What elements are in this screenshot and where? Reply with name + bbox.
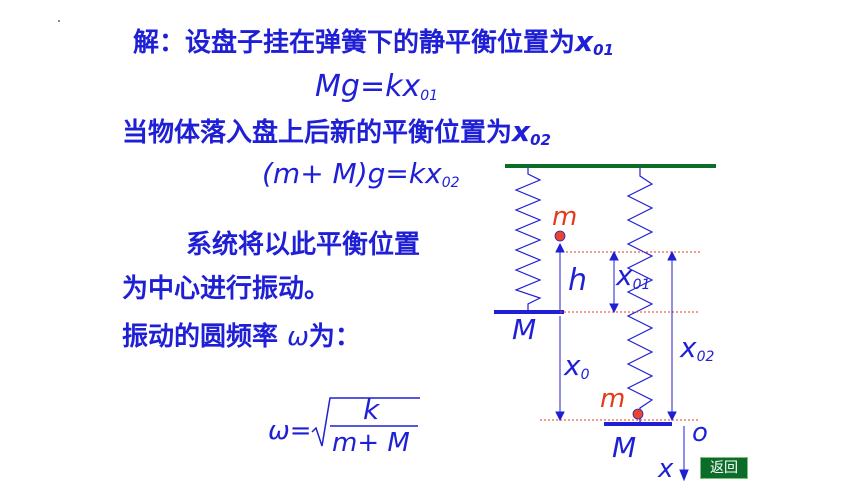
line2-text: 当物体落入盘上后新的平衡位置为 [122, 118, 513, 148]
back-button[interactable]: 返回 [700, 457, 748, 479]
line1-var: x [575, 25, 594, 58]
line-system-vibrate-a: 系统将以此平衡位置 [186, 230, 421, 260]
label-m-bottom: m [600, 384, 626, 414]
eq2-eq: = [385, 157, 409, 190]
label-x02-sub: 02 [696, 349, 715, 365]
label-x0: x0 [564, 349, 590, 383]
label-x0-var: x [564, 349, 581, 382]
dimension-arrows [555, 242, 689, 482]
stray-dot [58, 20, 60, 22]
label-x01-sub: 01 [632, 277, 651, 293]
label-M-left: M [512, 313, 537, 346]
mass-top [554, 230, 566, 242]
label-x02: x02 [680, 331, 715, 365]
label-h: h [568, 263, 588, 298]
label-x01: x01 [616, 259, 651, 293]
label-x02-var: x [680, 331, 697, 364]
line2-sub: 02 [530, 131, 551, 149]
formula-omega-lhs: ω= [268, 416, 312, 446]
line-new-position: 当物体落入盘上后新的平衡位置为x02 [122, 118, 551, 148]
equation-1: Mg=kx01 [315, 69, 439, 104]
label-origin: o [692, 418, 708, 448]
formula-denominator: m+ M [332, 428, 410, 458]
equation-2: (m+ M)g=kx02 [262, 157, 460, 191]
left-spring [514, 168, 542, 312]
eq1-rhs: kx [385, 69, 421, 104]
formula-numerator: k [363, 393, 380, 426]
label-m-top: m [552, 202, 578, 232]
eq2-rhs: kx [408, 157, 442, 190]
eq2-lhs: (m+ M)g [262, 157, 386, 190]
label-M-right: M [612, 431, 637, 464]
eq1-eq: = [359, 69, 386, 104]
line4-text: 振动的圆频率 [122, 322, 279, 352]
line1-sub: 01 [593, 41, 614, 59]
mass-bottom [632, 408, 644, 420]
line4-tail: 为： [308, 322, 361, 352]
line-angular-frequency: 振动的圆频率 ω为： [122, 324, 361, 350]
reference-lines [540, 251, 700, 421]
line4-omega: ω [287, 322, 309, 352]
label-x-axis: x [658, 454, 674, 484]
label-x01-var: x [616, 259, 633, 292]
right-spring [626, 168, 654, 422]
line-system-vibrate-b: 为中心进行振动。 [122, 274, 331, 304]
line-static-position: 解：设盘子挂在弹簧下的静平衡位置为x01 [133, 28, 614, 58]
eq1-sub: 01 [420, 88, 439, 104]
sqrt-sign [311, 397, 420, 447]
line2-var: x [512, 115, 531, 148]
line1-text: 解：设盘子挂在弹簧下的静平衡位置为 [133, 28, 576, 58]
label-x0-sub: 0 [580, 367, 590, 383]
eq2-sub: 02 [441, 175, 460, 191]
eq1-lhs: Mg [315, 69, 360, 104]
